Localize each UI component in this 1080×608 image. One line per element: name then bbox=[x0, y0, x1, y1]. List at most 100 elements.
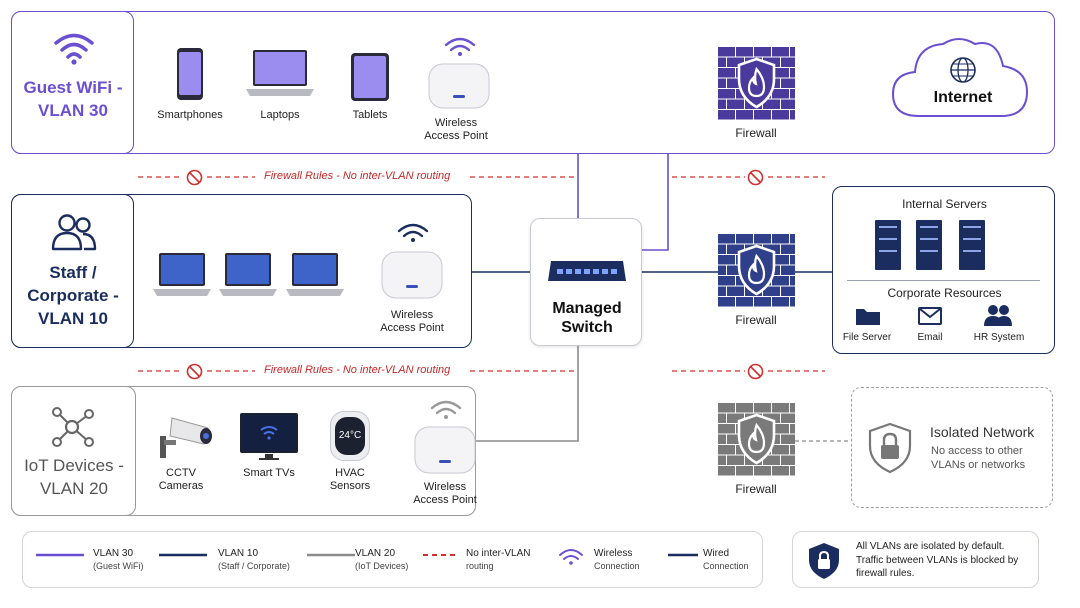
flame-icon bbox=[747, 253, 766, 285]
firewall-brick bbox=[718, 68, 735, 78]
firewall-brick bbox=[754, 110, 771, 120]
legend-line-vlan30 bbox=[36, 553, 84, 557]
firewall-brick bbox=[763, 413, 780, 423]
laptop-icon bbox=[286, 253, 344, 296]
firewall-brick bbox=[727, 455, 744, 465]
firewall-brick bbox=[727, 434, 744, 444]
no-entry-icon bbox=[747, 169, 764, 186]
firewall-brick bbox=[790, 466, 795, 476]
legend-sub: routing bbox=[466, 561, 494, 571]
legend-line-wired bbox=[668, 553, 698, 557]
managed-switch: Managed Switch bbox=[530, 218, 642, 346]
firewall-brick bbox=[727, 413, 744, 423]
legend-line-vlan10 bbox=[159, 553, 207, 557]
firewall-icon bbox=[718, 47, 795, 120]
firewall-brick bbox=[718, 234, 735, 244]
firewall-brick bbox=[781, 455, 795, 465]
switch-label: Managed Switch bbox=[552, 300, 622, 336]
laptop-icon bbox=[219, 253, 277, 296]
firewall-brick bbox=[772, 445, 789, 455]
device-label: Tablets bbox=[352, 109, 388, 121]
firewall-brick bbox=[790, 234, 795, 244]
firewall-brick bbox=[763, 455, 780, 465]
iot-vlan-title: IoT Devices - VLAN 20 bbox=[24, 456, 124, 498]
firewall-brick bbox=[718, 297, 735, 307]
firewall-brick bbox=[736, 297, 753, 307]
smartphone-icon bbox=[177, 48, 203, 100]
firewall-rule-text: Firewall Rules - No inter-VLAN routing bbox=[264, 170, 451, 182]
firewall-brick bbox=[718, 110, 735, 120]
laptop-icon bbox=[246, 50, 314, 96]
firewall-brick bbox=[781, 78, 795, 88]
firewall-brick bbox=[718, 455, 726, 465]
firewall-brick bbox=[754, 234, 771, 244]
ap-label: Wireless Access Point bbox=[380, 309, 444, 334]
resources-title: Corporate Resources bbox=[887, 286, 1002, 300]
legend-sub: Connection bbox=[703, 561, 749, 571]
legend-panel: VLAN 30 (Guest WiFi) VLAN 10 (Staff / Co… bbox=[22, 531, 763, 588]
guest-vlan-title: Guest WiFi - VLAN 30 bbox=[23, 78, 123, 120]
firewall-brick bbox=[718, 78, 726, 88]
device-label: CCTV Cameras bbox=[158, 467, 204, 492]
firewall-brick bbox=[727, 286, 744, 296]
firewall-brick bbox=[718, 255, 735, 265]
access-point-icon bbox=[381, 251, 443, 299]
ap-label: Wireless Access Point bbox=[413, 481, 477, 506]
team-icon bbox=[984, 305, 1012, 326]
firewall-brick bbox=[754, 47, 771, 57]
firewall-brick bbox=[718, 99, 726, 109]
firewall-brick bbox=[772, 68, 789, 78]
firewall-brick bbox=[736, 234, 753, 244]
firewall-brick bbox=[790, 424, 795, 434]
firewall-brick bbox=[781, 57, 795, 67]
device-label: Smart TVs bbox=[243, 467, 295, 479]
firewall-brick bbox=[772, 424, 789, 434]
access-point-icon bbox=[414, 426, 476, 474]
laptop-icon bbox=[153, 253, 211, 296]
firewall-label: Firewall bbox=[735, 482, 777, 496]
firewall-brick bbox=[727, 244, 744, 254]
firewall-brick bbox=[727, 99, 744, 109]
device-label: HVAC Sensors bbox=[329, 467, 371, 492]
firewall-brick bbox=[781, 286, 795, 296]
server-rack-icon bbox=[916, 220, 942, 270]
firewall-brick bbox=[763, 99, 780, 109]
flame-icon bbox=[747, 422, 766, 454]
wifi-signal-icon bbox=[444, 37, 476, 56]
staff-vlan-title: Staff / Corporate - VLAN 10 bbox=[27, 263, 119, 328]
users-icon bbox=[51, 214, 97, 251]
iot-wired-link bbox=[475, 346, 579, 442]
legend-line-vlan20 bbox=[307, 553, 355, 557]
resource-label: File Server bbox=[842, 332, 892, 343]
legend-title: VLAN 30 bbox=[93, 548, 134, 559]
legend-sub: (Guest WiFi) bbox=[93, 561, 144, 571]
firewall-brick bbox=[772, 297, 789, 307]
flame-icon bbox=[747, 66, 766, 98]
firewall-brick bbox=[790, 297, 795, 307]
isolated-description: No access to other VLANs or networks bbox=[931, 445, 1026, 471]
firewall-brick bbox=[790, 445, 795, 455]
firewall-brick bbox=[718, 445, 735, 455]
switch-icon bbox=[548, 261, 626, 281]
firewall-brick bbox=[781, 265, 795, 275]
firewall-brick bbox=[718, 47, 735, 57]
iot-network-icon bbox=[52, 407, 94, 447]
internal-servers-panel: Internal Servers Corporate Resources Fil… bbox=[832, 186, 1055, 354]
folder-icon bbox=[856, 309, 880, 325]
firewall-brick bbox=[718, 403, 735, 413]
device-label: Smartphones bbox=[157, 109, 223, 121]
tablet-icon bbox=[351, 53, 389, 101]
firewall-rule-text: Firewall Rules - No inter-VLAN routing bbox=[264, 364, 451, 376]
hvac-temperature: 24°C bbox=[338, 430, 362, 441]
security-shield-icon bbox=[809, 543, 839, 579]
firewall-brick bbox=[727, 57, 744, 67]
firewall-brick bbox=[781, 434, 795, 444]
firewall-brick bbox=[790, 47, 795, 57]
no-entry-icon bbox=[186, 169, 203, 186]
wifi-signal-icon bbox=[430, 400, 462, 419]
legend-title: VLAN 20 bbox=[355, 548, 396, 559]
firewall-brick bbox=[718, 89, 735, 99]
firewall-brick bbox=[718, 286, 726, 296]
firewall-brick bbox=[781, 244, 795, 254]
firewall-brick bbox=[790, 110, 795, 120]
